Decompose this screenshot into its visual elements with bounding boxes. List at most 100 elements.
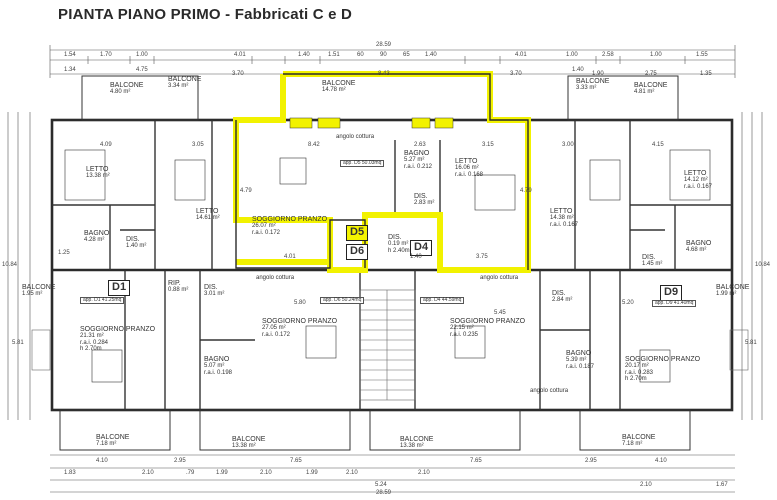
- bottom-r1-4: 2.10: [260, 470, 272, 476]
- bottom-mid-4: 2.95: [585, 458, 597, 464]
- inner-dim-10: 5.20: [622, 300, 634, 306]
- unit-label-d4: D4: [410, 240, 433, 256]
- unit-label-d1: D1: [108, 280, 131, 296]
- top-dim-r1-9: 1.40: [425, 52, 437, 58]
- inner-dim-15: 1.40: [410, 254, 422, 260]
- top-dim-r1-7: 90: [380, 52, 387, 58]
- inner-dim-1: 4.09: [100, 142, 112, 148]
- bottom-dimension-lines: [50, 454, 735, 493]
- top-dim-r2-7: 2.75: [645, 71, 657, 77]
- top-dim-r1-14: 1.55: [696, 52, 708, 58]
- top-dim-total: 28.59: [376, 42, 392, 48]
- inner-dim-7: 4.15: [652, 142, 664, 148]
- right-dim-total: 10.84: [755, 262, 771, 268]
- bottom-r1-6: 2.10: [346, 470, 358, 476]
- bottom-r1-5: 1.99: [306, 470, 318, 476]
- bottom-r2-0: 2.10: [418, 470, 430, 476]
- note-angolo-cottura-1: angolo cottura: [336, 134, 375, 140]
- top-dim-r1-10: 4.01: [515, 52, 527, 58]
- inner-dim-4: 2.63: [414, 142, 426, 148]
- inner-dim-9: 5.45: [494, 310, 506, 316]
- top-dim-r2-6: 1.90: [592, 71, 604, 77]
- unit-label-d6: D6: [346, 244, 369, 260]
- unit-label-d5: D5: [346, 225, 369, 241]
- top-dim-r2-8: 1.35: [700, 71, 712, 77]
- bottom-r2-3: 1.67: [716, 482, 728, 488]
- top-dim-r1-11: 1.00: [566, 52, 578, 58]
- top-dim-r1-6: 60: [357, 52, 364, 58]
- tag-d6: app. D6 50.24mq: [320, 297, 365, 305]
- right-dim-mid: 5.81: [745, 340, 757, 346]
- top-dim-r2-4: 3.70: [510, 71, 522, 77]
- inner-dim-6: 3.00: [562, 142, 574, 148]
- room-dis-d1: DIS.3.01 m²: [204, 284, 225, 298]
- room-dis-d5: DIS.2.83 m²: [414, 193, 435, 207]
- bottom-r1-3: 1.99: [216, 470, 228, 476]
- left-dim-total: 10.84: [2, 262, 18, 268]
- stairs: [31, 289, 749, 401]
- bottom-r1-1: 2.10: [142, 470, 154, 476]
- top-dim-r1-8: 65: [403, 52, 410, 58]
- inner-dim-5: 3.15: [482, 142, 494, 148]
- bottom-mid-0: 4.10: [96, 458, 108, 464]
- bottom-r2-1: 5.24: [375, 482, 387, 488]
- tag-d9: app. D9 41.40mq: [652, 300, 697, 308]
- note-angolo-cottura-2: angolo cottura: [256, 275, 295, 281]
- bottom-dim-total: 28.59: [376, 490, 392, 496]
- top-dim-r2-2: 3.70: [232, 71, 244, 77]
- top-dim-r2-3: 8.43: [378, 71, 390, 77]
- inner-dim-8: 5.80: [294, 300, 306, 306]
- room-dis-r: DIS.1.45 m²: [642, 254, 663, 268]
- window-marks: [289, 117, 454, 129]
- room-dis-d4: DIS.2.84 m²: [552, 290, 573, 304]
- furniture: [64, 149, 711, 383]
- top-dim-r1-4: 1.40: [298, 52, 310, 58]
- tag-d5: app. D5 50.03mq: [340, 160, 385, 168]
- bottom-mid-3: 7.65: [470, 458, 482, 464]
- room-dis-l: DIS.1.40 m²: [126, 236, 147, 250]
- top-balconies: [81, 75, 679, 121]
- inner-dim-3: 8.42: [308, 142, 320, 148]
- top-dim-r2-0: 1.34: [64, 67, 76, 73]
- tag-d4: app. D4 44.59mq: [420, 297, 465, 305]
- top-dim-r1-1: 1.70: [100, 52, 112, 58]
- bottom-r2-2: 2.10: [640, 482, 652, 488]
- note-angolo-cottura-4: angolo cottura: [530, 388, 569, 394]
- top-dim-r1-12: 2.58: [602, 52, 614, 58]
- bottom-mid-5: 4.10: [655, 458, 667, 464]
- inner-dim-16: 1.25: [58, 250, 70, 256]
- inner-dim-2: 3.05: [192, 142, 204, 148]
- bottom-mid-1: 2.95: [174, 458, 186, 464]
- note-angolo-cottura-3: angolo cottura: [480, 275, 519, 281]
- top-dim-r1-2: 1.00: [136, 52, 148, 58]
- top-dim-r1-13: 1.00: [650, 52, 662, 58]
- bottom-balconies: [59, 409, 691, 451]
- bottom-r1-2: .79: [186, 470, 195, 476]
- inner-dim-11: 4.79: [240, 188, 252, 194]
- bottom-r1-0: 1.83: [64, 470, 76, 476]
- inner-dim-13: 4.01: [284, 254, 296, 260]
